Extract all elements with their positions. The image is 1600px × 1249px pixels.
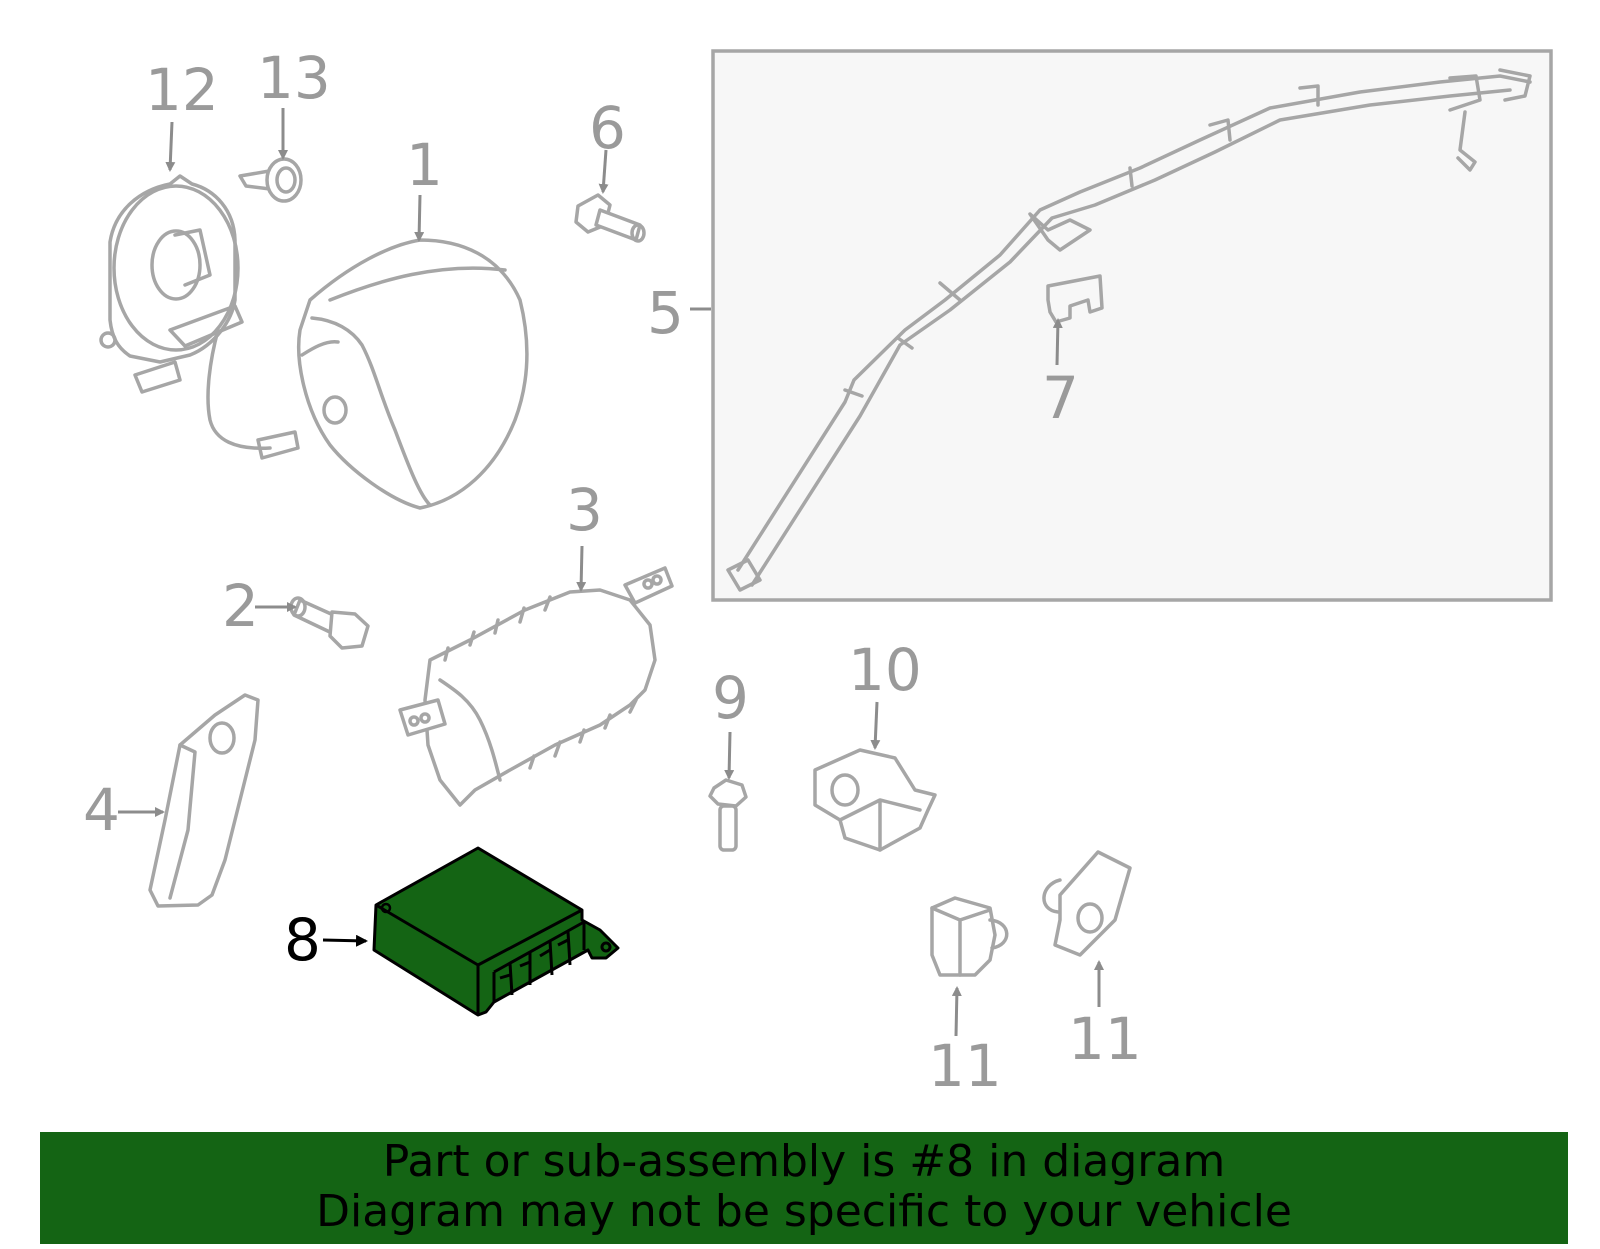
callout-10: 10 (848, 636, 922, 704)
part-11-sensor-left (930, 896, 1009, 977)
callout-11-left: 11 (928, 1032, 1002, 1100)
part-12-clock-spring (99, 174, 300, 460)
callout-12: 12 (145, 56, 219, 124)
callout-5: 5 (647, 279, 684, 347)
callout-4: 4 (83, 776, 120, 844)
leader-lines (118, 108, 1104, 1037)
callout-6: 6 (589, 94, 626, 162)
part-11-sensor-right (1042, 850, 1132, 957)
callout-1: 1 (406, 131, 443, 199)
callout-13: 13 (257, 44, 331, 112)
part-4-knee-airbag (148, 693, 260, 908)
part-13-clip (238, 157, 303, 203)
part-5-inset (711, 49, 1553, 602)
callout-8: 8 (284, 906, 321, 974)
part-2-bolt (289, 596, 370, 650)
part-1-driver-airbag (297, 238, 529, 510)
callout-2: 2 (222, 572, 259, 640)
callout-9: 9 (712, 664, 749, 732)
callout-7: 7 (1042, 364, 1079, 432)
callout-11-right: 11 (1068, 1005, 1142, 1073)
banner-line-1: Part or sub-assembly is #8 in diagram (382, 1136, 1226, 1187)
part-6-bolt (574, 193, 646, 243)
part-8-airbag-control-module (372, 846, 620, 1017)
banner-line-2: Diagram may not be specific to your vehi… (316, 1186, 1292, 1237)
part-10-sensor (813, 748, 937, 852)
part-3-passenger-airbag (398, 566, 674, 807)
part-9-bolt (708, 778, 748, 852)
callout-3: 3 (566, 476, 603, 544)
info-banner: Part or sub-assembly is #8 in diagram Di… (40, 1132, 1568, 1244)
